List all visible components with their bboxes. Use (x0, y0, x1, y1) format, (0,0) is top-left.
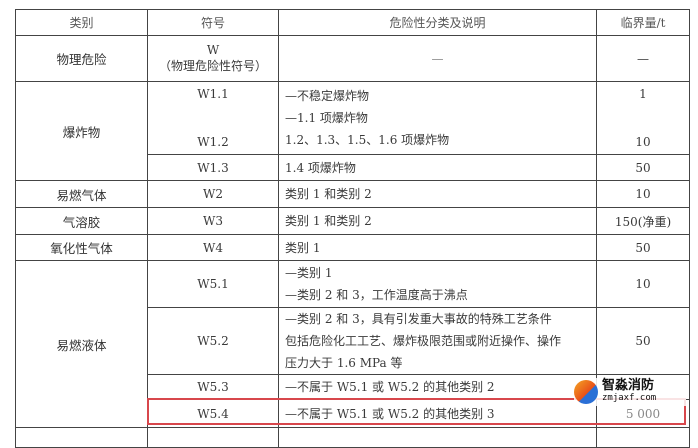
header-symbol: 符号 (147, 9, 279, 36)
threshold-cell: 150(净重) (596, 207, 690, 235)
threshold-cell: 10 (596, 180, 690, 208)
description-line: —类别 2 和 3，工作温度高于沸点 (285, 288, 468, 302)
header-threshold: 临界量/t (596, 9, 690, 36)
table-row: 易燃气体 W2 类别 1 和类别 2 10 (15, 180, 690, 208)
table-row: W1.3 1.4 项爆炸物 50 (16, 154, 690, 181)
description-cell: —不稳定爆炸物 —1.1 项爆炸物 1.2、1.3、1.5、1.6 项爆炸物 (278, 81, 597, 155)
description-cell: 1.4 项爆炸物 (278, 154, 597, 181)
description-cell: —类别 2 和 3，具有引发重大事故的特殊工艺条件 包括危险化工工艺、爆炸极限范… (278, 307, 597, 375)
table-row: 氧化性气体 W4 类别 1 50 (15, 234, 690, 261)
threshold-cell: 50 (596, 154, 690, 181)
description-cell: —不属于 W5.1 或 W5.2 的其他类别 3 (278, 399, 597, 428)
empty-cell (278, 427, 597, 448)
symbol-cell: W5.1 (147, 260, 279, 308)
empty-cell (596, 427, 690, 448)
description-line: 1.2、1.3、1.5、1.6 项爆炸物 (285, 133, 450, 147)
logo-icon (574, 380, 598, 404)
category-cell: 气溶胶 (15, 207, 148, 235)
category-cell: 氧化性气体 (15, 234, 148, 261)
watermark-url: zmjaxf.com (602, 393, 657, 403)
symbol-cell: W2 (147, 180, 279, 208)
threshold: 10 (635, 135, 651, 149)
table-header: 类别 符号 危险性分类及说明 临界量/t (15, 9, 690, 36)
description-line: —类别 2 和 3，具有引发重大事故的特殊工艺条件 (285, 312, 552, 326)
threshold-cell: 50 (596, 234, 690, 261)
threshold: 1 (639, 87, 647, 101)
empty-cell (15, 427, 148, 448)
category-cell: 易燃气体 (15, 180, 148, 208)
symbol: W (206, 43, 220, 57)
symbol: W1.1 (197, 87, 229, 101)
symbol-cell: W （物理危险性符号） (147, 35, 279, 82)
symbol-cell: W5.3 (147, 374, 279, 400)
description-line: —1.1 项爆炸物 (285, 111, 368, 125)
category-cell: 易燃液体 (15, 260, 148, 428)
description-cell: —类别 1 —类别 2 和 3，工作温度高于沸点 (278, 260, 597, 308)
symbol: W1.2 (197, 135, 229, 149)
symbol-cell: W1.3 (147, 154, 279, 181)
table-row: W5.2 —类别 2 和 3，具有引发重大事故的特殊工艺条件 包括危险化工工艺、… (16, 307, 690, 375)
category-cell: 物理危险 (15, 35, 148, 82)
description-cell: 类别 1 和类别 2 (278, 207, 597, 235)
description-cell: 类别 1 (278, 234, 597, 261)
header-category: 类别 (15, 9, 148, 36)
table-row: 气溶胶 W3 类别 1 和类别 2 150(净重) (15, 207, 690, 235)
symbol-cell: W5.2 (147, 307, 279, 375)
empty-cell (147, 427, 279, 448)
symbol-note: （物理危险性符号） (158, 59, 267, 73)
description-cell: — (278, 35, 597, 82)
table-row: 易燃液体 W5.1 —类别 1 —类别 2 和 3，工作温度高于沸点 10 (15, 260, 690, 428)
symbol-cell: W5.4 (147, 399, 279, 428)
watermark-name: 智淼消防 (602, 378, 655, 393)
threshold-cell: 1 10 (596, 81, 690, 155)
description-line: 压力大于 1.6 MPa 等 (285, 356, 403, 370)
symbol-cell: W3 (147, 207, 279, 235)
category-cell: 爆炸物 (15, 81, 148, 181)
table-row: 物理危险 W （物理危险性符号） — — (15, 35, 690, 82)
table-row-cut-off (15, 427, 690, 448)
threshold-cell: 50 (596, 307, 690, 375)
description-line: 包括危险化工工艺、爆炸极限范围或附近操作、操作 (285, 334, 562, 348)
description-cell: 类别 1 和类别 2 (278, 180, 597, 208)
header-description: 危险性分类及说明 (278, 9, 597, 36)
watermark-logo: 智淼消防 zmjaxf.com (574, 378, 686, 406)
description-line: —不稳定爆炸物 (285, 89, 370, 103)
threshold-cell: — (596, 35, 690, 82)
description-line: —类别 1 (285, 266, 333, 280)
threshold-cell: 10 (596, 260, 690, 308)
description-cell: —不属于 W5.1 或 W5.2 的其他类别 2 (278, 374, 597, 400)
symbol-cell: W4 (147, 234, 279, 261)
